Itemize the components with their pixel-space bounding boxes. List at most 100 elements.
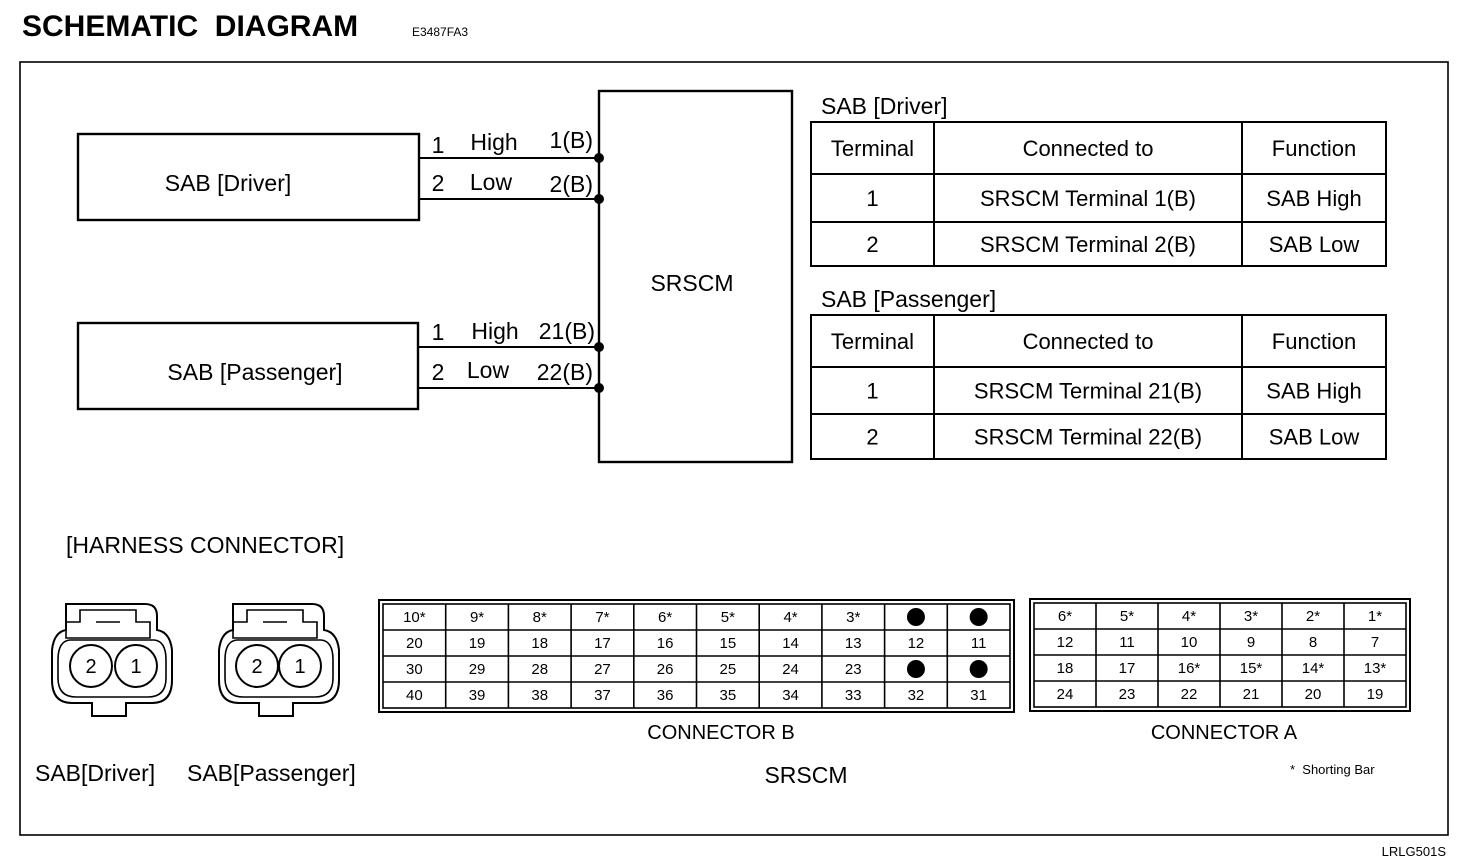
srscm-box: [597, 89, 794, 464]
passenger-wire-low-signal: Low: [467, 357, 510, 383]
connector-pin: 15*: [1240, 660, 1263, 677]
sab-passenger-pin-2: 2: [251, 656, 262, 678]
table-header-cell: Function: [1272, 329, 1356, 354]
connector-pin: 7: [1371, 634, 1379, 651]
connector-pin: 4*: [783, 609, 797, 626]
connector-pin: 23: [1119, 686, 1136, 703]
connector-pin: 36: [657, 687, 674, 704]
connector-pin: 33: [845, 687, 862, 704]
sab-driver-connector-label: SAB[Driver]: [35, 760, 155, 786]
sab-driver-pin-1: 1: [130, 656, 141, 678]
table-cell: SRSCM Terminal 22(B): [974, 425, 1202, 450]
table-cell: SAB Low: [1269, 425, 1360, 450]
connector-pin: 24: [782, 661, 799, 678]
connector-outer-border: [1029, 598, 1411, 712]
connector-shorted-pin: [969, 660, 988, 678]
connector-pin: 34: [782, 687, 799, 704]
sab-passenger-pin-1: 1: [294, 656, 305, 678]
table-cell: SAB High: [1266, 379, 1361, 404]
connector-pin: 22: [1181, 686, 1198, 703]
connector-pin: 27: [594, 661, 611, 678]
connector-pin: 14*: [1302, 660, 1325, 677]
connector-shorted-pin: [906, 660, 925, 678]
connector-pin: 21: [1243, 686, 1260, 703]
connector-pin: 13: [845, 635, 862, 652]
driver-wire-high-signal: High: [470, 129, 517, 155]
connector-pin: 10: [1181, 634, 1198, 651]
table-cell: SRSCM Terminal 2(B): [980, 232, 1196, 257]
connector-pin: 37: [594, 687, 611, 704]
connector-pin: 8*: [533, 609, 547, 626]
connector-shorted-pin: [906, 608, 925, 626]
sab-driver-pin-2: 2: [85, 656, 96, 678]
passenger-wire-high-pin: 1: [432, 319, 445, 345]
connector-pin: 28: [531, 661, 548, 678]
connector-pin: 10*: [403, 609, 426, 626]
connector-pin: 17: [1119, 660, 1136, 677]
connector-pin: 11: [971, 635, 987, 652]
srscm-box-label: SRSCM: [650, 270, 733, 296]
connector-pin: 26: [657, 661, 674, 678]
connector-pin: 20: [1305, 686, 1322, 703]
connector-pin: 18: [531, 635, 548, 652]
connector-pin: 6*: [1058, 608, 1072, 625]
connector-pin: 3*: [1244, 608, 1258, 625]
passenger-wire-high: 1 High 21(B): [418, 318, 604, 352]
driver-wire-low-pin: 2: [432, 170, 445, 196]
connector-pin: 20: [406, 635, 423, 652]
connector-pin: 9*: [470, 609, 484, 626]
table-cell: 2: [866, 425, 878, 450]
connector-pin: 13*: [1364, 660, 1387, 677]
table-header-cell: Terminal: [831, 329, 914, 354]
connector-pin: 5*: [1120, 608, 1134, 625]
table-title: SAB [Driver]: [821, 93, 948, 119]
table-header-cell: Connected to: [1023, 329, 1154, 354]
table-cell: 1: [866, 379, 878, 404]
connector-pin: 25: [720, 661, 737, 678]
connector-pin: 12: [1057, 634, 1074, 651]
connector-outer-border: [378, 599, 1015, 713]
connector-pin: 32: [908, 687, 925, 704]
connector-pin: 39: [469, 687, 486, 704]
connector-pin: 29: [469, 661, 486, 678]
connector-pin: 23: [845, 661, 862, 678]
connector-pin: 35: [720, 687, 737, 704]
connector-pin: 40: [406, 687, 423, 704]
table-cell: SRSCM Terminal 1(B): [980, 186, 1196, 211]
sab-passenger-connector-label: SAB[Passenger]: [187, 760, 356, 786]
sab-passenger-box-label: SAB [Passenger]: [167, 359, 342, 385]
driver-wire-low-terminal: 2(B): [550, 171, 593, 197]
connector-pin: 6*: [658, 609, 672, 626]
connector-pin: 9: [1247, 634, 1255, 651]
table-header-cell: Terminal: [831, 136, 914, 161]
table-cell: SAB Low: [1269, 232, 1360, 257]
table-header-cell: Function: [1272, 136, 1356, 161]
driver-wire-low-signal: Low: [470, 169, 513, 195]
passenger-wire-high-terminal: 21(B): [539, 318, 595, 344]
driver-wire-high: 1 High 1(B): [419, 127, 604, 163]
connector-pin: 12: [908, 635, 925, 652]
footer-code: LRLG501S: [1382, 844, 1447, 859]
diagram-code: E3487FA3: [412, 25, 468, 39]
connector-pin: 8: [1309, 634, 1317, 651]
srscm-harness-label: SRSCM: [764, 762, 847, 788]
connector-pin: 30: [406, 661, 423, 678]
connector-pin: 7*: [595, 609, 609, 626]
table-cell: 2: [866, 232, 878, 257]
driver-wire-high-terminal: 1(B): [550, 127, 593, 153]
connector-pin: 18: [1057, 660, 1074, 677]
connector-b-label: CONNECTOR B: [647, 722, 794, 744]
connector-pin: 3*: [846, 609, 860, 626]
table-border: [810, 121, 1387, 267]
driver-wire-low: 2 Low 2(B): [419, 169, 604, 204]
connector-pin: 31: [970, 687, 987, 704]
connector-pin: 17: [594, 635, 611, 652]
sab-passenger-connector: 2 1: [218, 603, 340, 717]
sab-driver-box-label: SAB [Driver]: [165, 170, 292, 196]
connector-pin: 19: [469, 635, 486, 652]
harness-title: [HARNESS CONNECTOR]: [66, 532, 344, 558]
